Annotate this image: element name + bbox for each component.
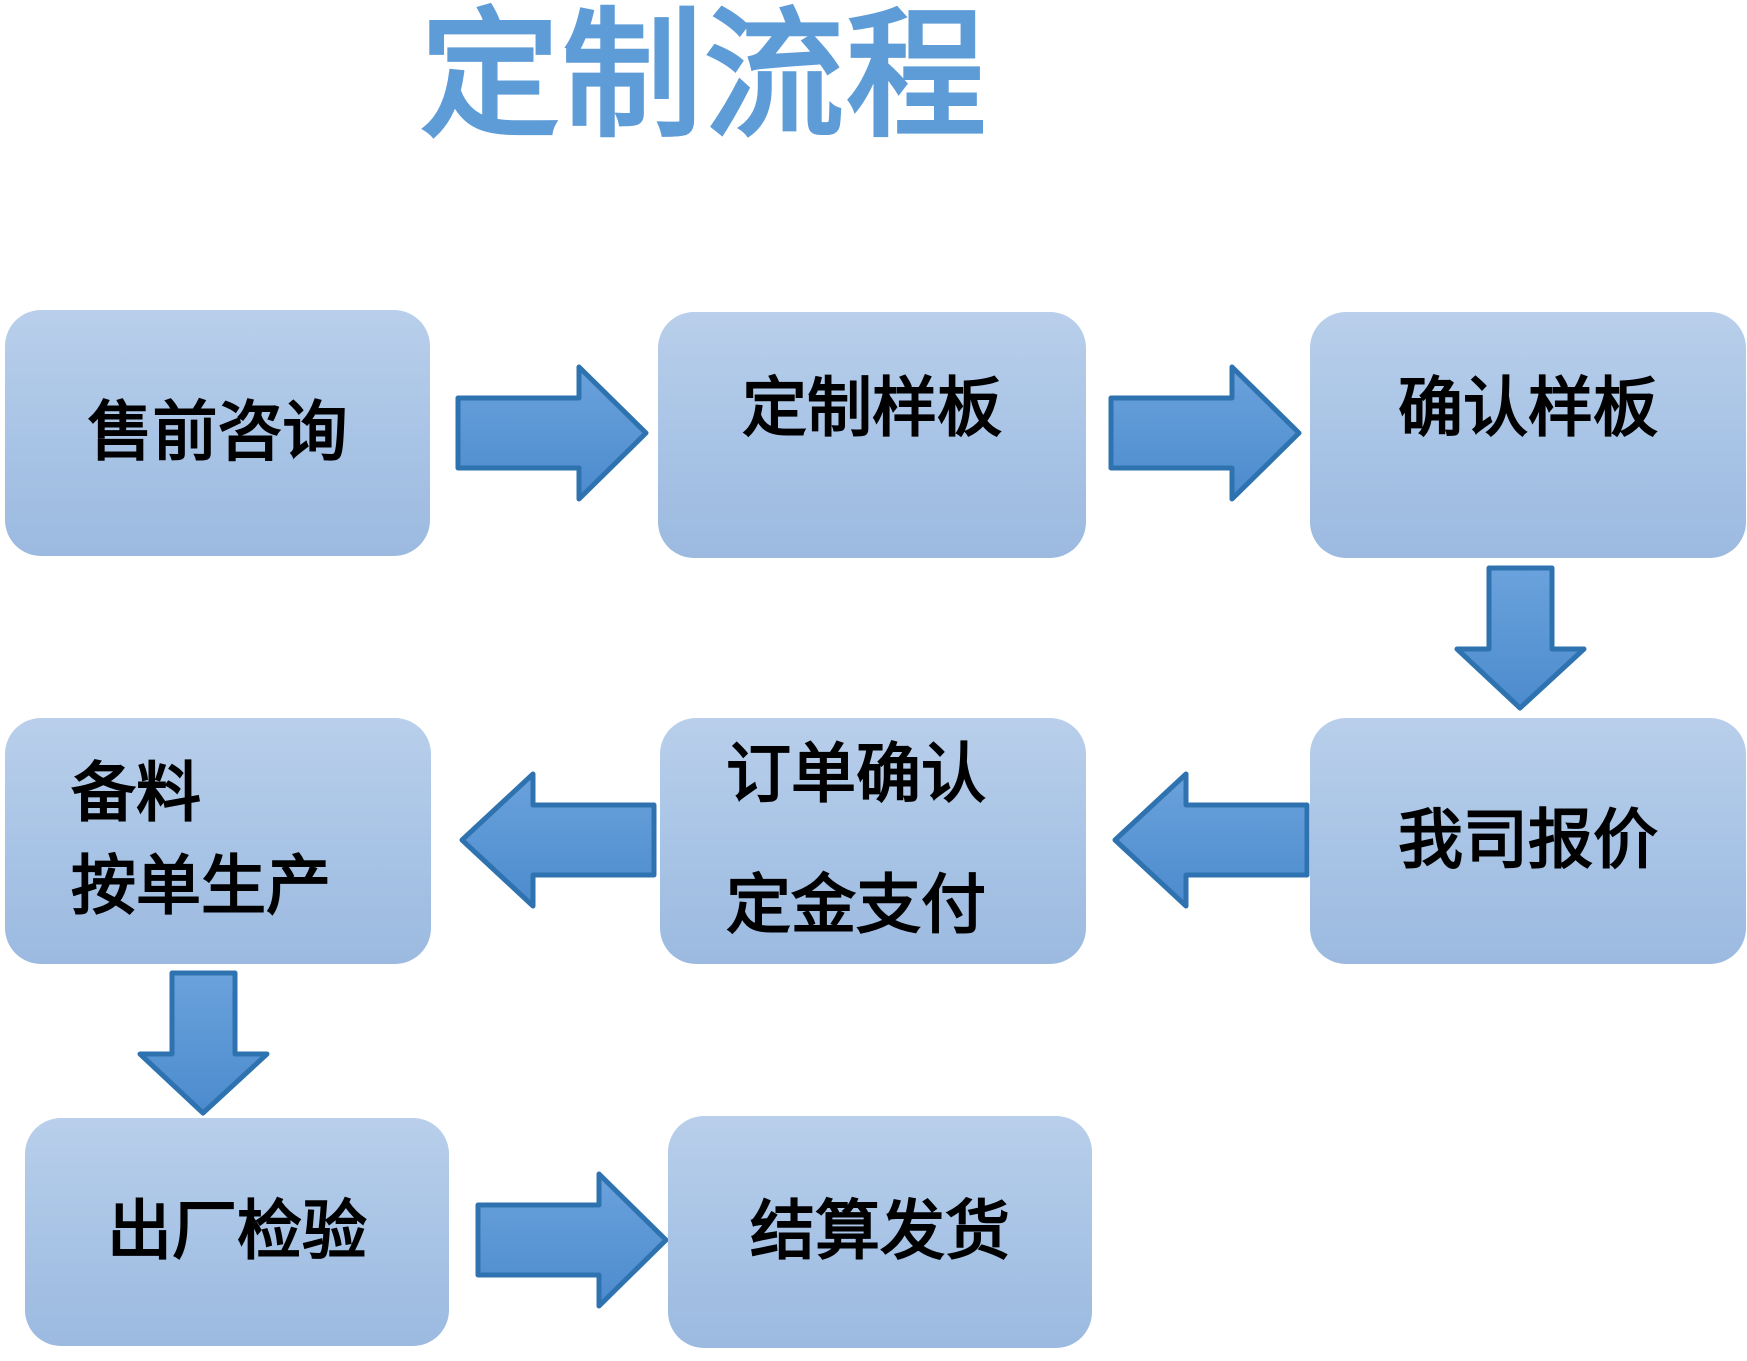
flow-step-order-confirm-line1: 订单确认 [726,739,987,811]
arrow-right-sample-to-confirm-icon [1108,364,1302,502]
flow-step-presales-label: 售前咨询 [87,396,348,469]
flow-step-order-confirm-line2: 定金支付 [726,870,987,942]
arrow-left-order-to-produce-icon [459,771,657,909]
flow-step-order-confirm: 订单确认 定金支付 [660,718,1086,964]
flow-step-custom-sample-label: 定制样板 [741,372,1002,445]
flow-step-factory-inspection-label: 出厂检验 [106,1195,367,1268]
flow-step-custom-sample: 定制样板 [658,312,1086,558]
arrow-down-confirm-to-quote-icon [1454,565,1587,711]
flow-step-factory-inspection: 出厂检验 [25,1118,449,1346]
flow-step-company-quote: 我司报价 [1310,718,1746,964]
flow-step-confirm-sample-label: 确认样板 [1397,372,1658,445]
page-title: 定制流程 [420,0,989,155]
flow-step-prepare-produce-line1: 备料 [71,758,202,830]
flow-step-presales: 售前咨询 [5,310,430,556]
arrow-right-inspection-to-ship-icon [475,1171,669,1309]
arrow-down-produce-to-inspection-icon [137,970,270,1116]
flow-step-settle-ship-label: 结算发货 [749,1195,1010,1268]
arrow-left-quote-to-order-icon [1112,771,1310,909]
flow-step-confirm-sample: 确认样板 [1310,312,1746,558]
flow-step-settle-ship: 结算发货 [668,1116,1092,1348]
flow-step-prepare-produce: 备料 按单生产 [5,718,431,964]
flow-step-prepare-produce-line2: 按单生产 [71,851,332,923]
arrow-right-presales-to-sample-icon [455,364,649,502]
flow-step-company-quote-label: 我司报价 [1397,804,1658,877]
